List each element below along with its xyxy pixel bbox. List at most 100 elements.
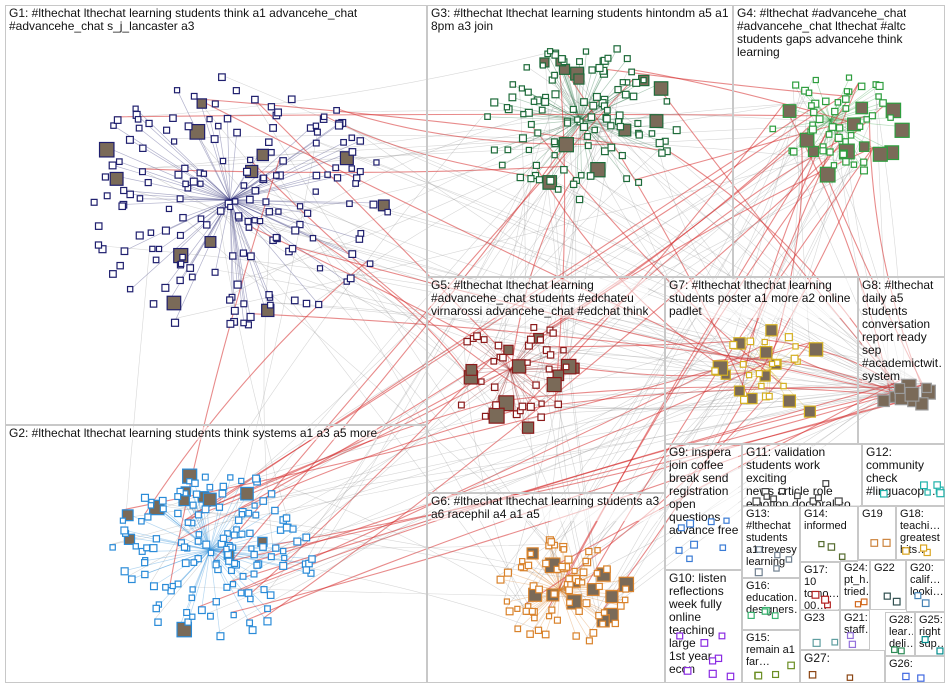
node-g3 [552, 72, 558, 78]
node-g4 [840, 151, 846, 157]
node-g3 [616, 112, 623, 119]
node-g9 [708, 519, 714, 525]
node-g3 [579, 173, 584, 178]
node-g3 [559, 138, 573, 152]
node-g1 [313, 140, 319, 146]
node-g11 [764, 494, 769, 499]
node-g1 [266, 292, 272, 298]
node-g2 [175, 581, 181, 587]
node-g6 [583, 558, 588, 563]
node-g9 [687, 520, 694, 527]
node-g6 [586, 638, 592, 644]
node-g4 [826, 132, 832, 138]
node-g2 [249, 627, 256, 634]
node-g2 [208, 613, 214, 619]
node-g3 [491, 147, 497, 153]
node-g6 [590, 630, 597, 637]
node-g1 [269, 150, 275, 156]
node-g18 [903, 548, 909, 554]
node-g3 [659, 150, 665, 156]
node-g2 [247, 530, 253, 536]
node-g1 [145, 180, 151, 186]
node-g5 [522, 422, 533, 433]
node-g2 [235, 517, 241, 523]
node-g1 [231, 307, 238, 314]
node-g3 [635, 121, 641, 127]
node-g6 [580, 569, 587, 576]
node-g4 [880, 100, 886, 106]
node-g5 [533, 382, 539, 388]
node-g1 [303, 300, 309, 306]
node-g3 [575, 117, 580, 122]
node-g3 [531, 99, 536, 104]
node-g10 [727, 673, 733, 679]
node-g1 [276, 209, 281, 214]
node-g2 [261, 587, 267, 593]
node-g6 [594, 571, 600, 577]
node-g1 [317, 266, 322, 271]
node-g2 [159, 497, 166, 504]
node-g1 [356, 236, 362, 242]
node-g3 [636, 180, 642, 186]
node-g5 [555, 401, 561, 407]
node-g2 [260, 498, 266, 504]
node-g1 [316, 302, 322, 308]
node-g6 [547, 614, 552, 619]
node-g2 [182, 560, 189, 567]
node-g2 [203, 541, 210, 548]
node-g10 [709, 670, 716, 677]
node-g17 [812, 591, 819, 598]
node-g1 [334, 108, 340, 114]
node-g3 [539, 107, 545, 113]
node-g14 [819, 542, 824, 547]
node-g1 [266, 209, 272, 215]
node-g1 [246, 225, 252, 231]
node-g1 [263, 199, 269, 205]
node-g6 [504, 569, 511, 576]
node-g4 [835, 134, 842, 141]
node-g1 [212, 101, 218, 107]
node-g4 [869, 113, 875, 119]
node-g3 [510, 82, 515, 87]
node-g11 [779, 489, 784, 494]
node-g1 [175, 88, 180, 93]
node-g2 [184, 610, 190, 616]
node-g2 [202, 506, 209, 513]
node-g4 [861, 159, 867, 165]
node-g3 [650, 115, 663, 128]
node-g2 [145, 514, 151, 520]
node-g3 [664, 99, 669, 104]
node-g1 [177, 277, 183, 283]
node-g23 [832, 639, 838, 645]
node-g3 [505, 147, 511, 153]
node-g6 [535, 627, 541, 633]
node-g2 [142, 560, 148, 566]
node-g2 [110, 545, 115, 550]
node-g1 [164, 127, 170, 133]
node-g3 [547, 177, 554, 184]
node-g4 [820, 148, 826, 154]
node-g8 [905, 387, 919, 401]
node-g9 [687, 556, 692, 561]
node-g3 [520, 135, 527, 142]
node-g5 [546, 366, 552, 372]
node-g4 [843, 159, 849, 165]
node-g24 [861, 599, 867, 605]
node-g2 [272, 507, 278, 513]
node-g6 [528, 551, 533, 556]
node-g7 [770, 361, 775, 366]
node-g3 [608, 123, 614, 129]
node-g21 [848, 633, 854, 639]
node-g2 [151, 583, 158, 590]
node-g1 [109, 162, 116, 169]
node-g13 [775, 552, 780, 557]
node-g1 [334, 175, 340, 181]
node-g2 [150, 545, 157, 552]
node-g2 [187, 479, 192, 484]
node-g2 [190, 587, 195, 592]
node-g5 [500, 354, 506, 360]
node-g1 [102, 174, 108, 180]
node-g4 [837, 125, 843, 131]
node-g3 [605, 55, 611, 61]
node-g1 [127, 191, 133, 197]
